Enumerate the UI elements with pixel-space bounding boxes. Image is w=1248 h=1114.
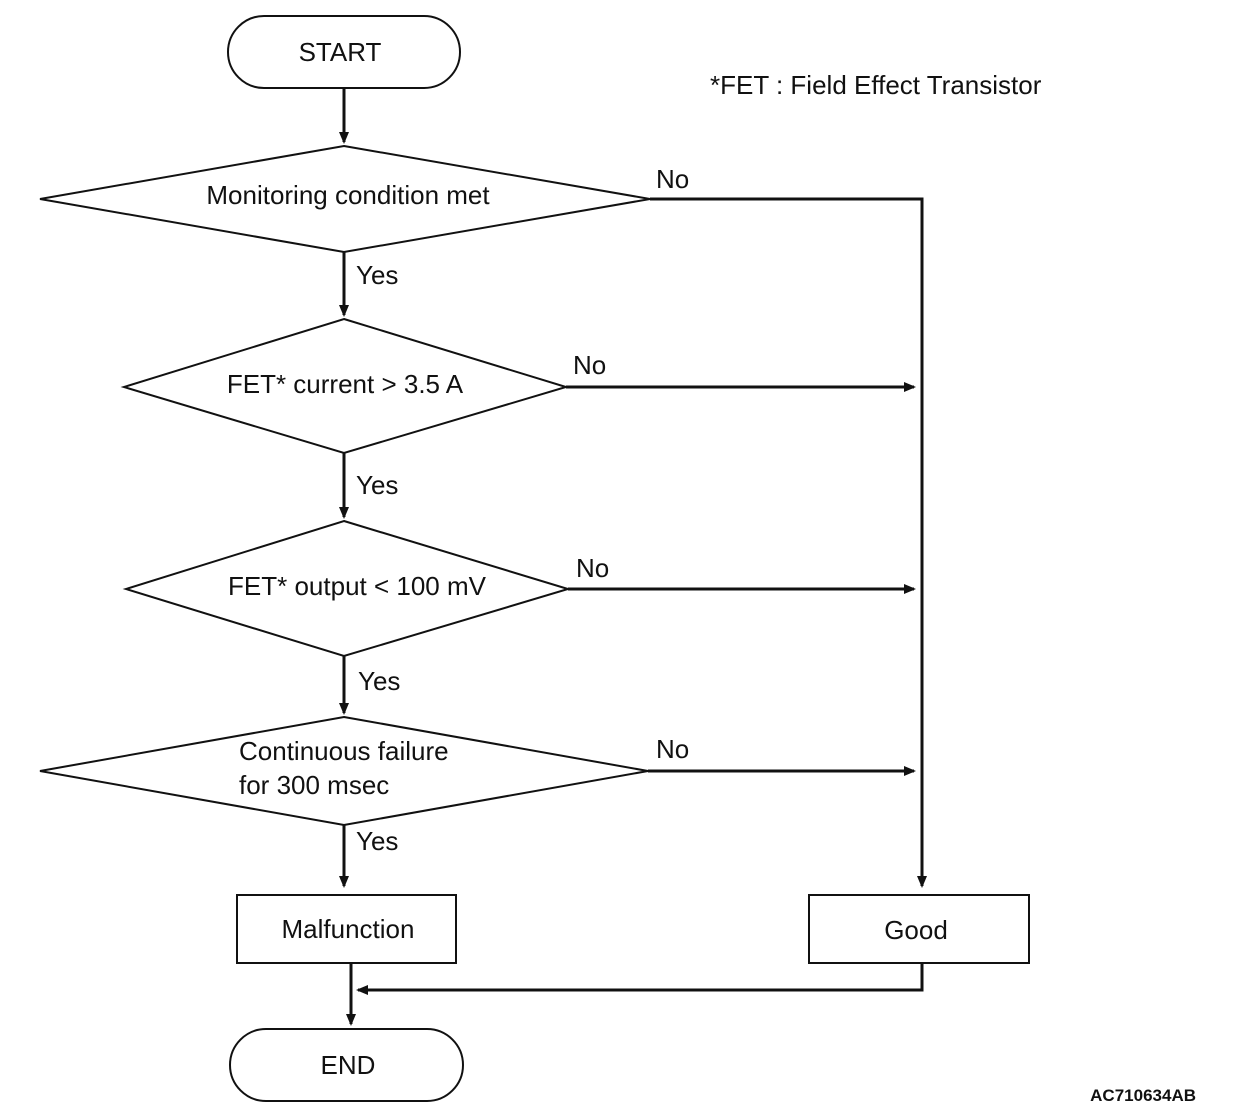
decision-continuous-failure-label-2: for 300 msec xyxy=(239,770,389,800)
d1-no-label: No xyxy=(656,164,689,194)
d3-yes-label: Yes xyxy=(358,666,400,696)
decision-continuous-failure-label-1: Continuous failure xyxy=(239,736,449,766)
malfunction-box: Malfunction xyxy=(236,894,457,964)
decision-continuous-failure: Continuous failure for 300 msec xyxy=(39,715,649,827)
good-box: Good xyxy=(808,894,1030,964)
d2-yes-label: Yes xyxy=(356,470,398,500)
d2-no-label: No xyxy=(573,350,606,380)
d4-yes-label: Yes xyxy=(356,826,398,856)
figure-id: AC710634AB xyxy=(1090,1086,1196,1105)
end-terminator: END xyxy=(229,1028,464,1102)
start-terminator: START xyxy=(227,15,461,89)
good-label: Good xyxy=(884,915,948,945)
decision-fet-output: FET* output < 100 mV xyxy=(122,519,572,658)
d1-yes-label: Yes xyxy=(356,260,398,290)
start-label: START xyxy=(299,37,382,67)
decision-monitoring-condition-label: Monitoring condition met xyxy=(206,180,490,210)
decision-fet-current-label: FET* current > 3.5 A xyxy=(227,369,464,399)
decision-monitoring-condition: Monitoring condition met xyxy=(39,144,651,254)
end-label: END xyxy=(321,1050,376,1080)
d3-no-label: No xyxy=(576,553,609,583)
malfunction-label: Malfunction xyxy=(282,914,415,944)
decision-fet-current: FET* current > 3.5 A xyxy=(120,317,570,455)
footnote: *FET : Field Effect Transistor xyxy=(710,70,1042,100)
connector-d1-no xyxy=(650,197,927,888)
decision-fet-output-label: FET* output < 100 mV xyxy=(228,571,487,601)
d4-no-label: No xyxy=(656,734,689,764)
connector-good-end xyxy=(356,963,924,995)
